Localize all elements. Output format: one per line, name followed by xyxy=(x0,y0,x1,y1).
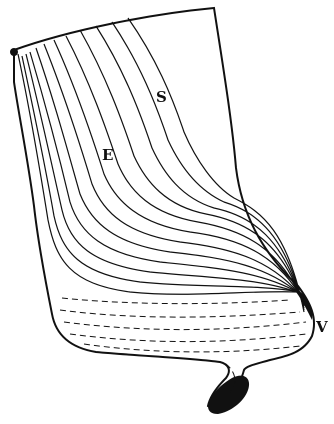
label-v: V xyxy=(315,318,328,336)
fibre-lines xyxy=(18,18,304,312)
label-e: E xyxy=(102,146,113,164)
corner-dot xyxy=(10,48,18,56)
dark-tip xyxy=(208,376,249,414)
texture-marks xyxy=(60,298,306,392)
label-s: S xyxy=(156,88,167,106)
specimen-outline xyxy=(14,8,314,407)
